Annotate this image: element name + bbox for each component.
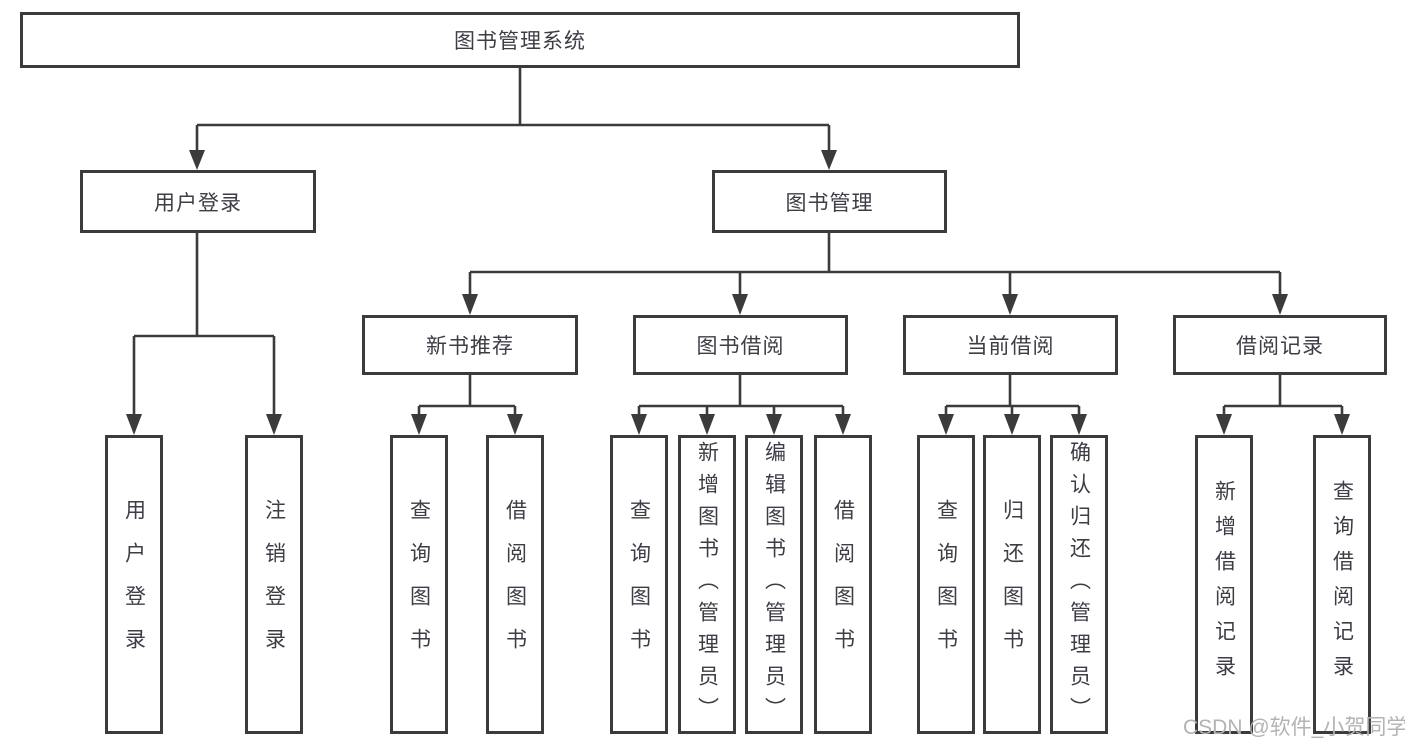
- leaf-return-books: 归还图书: [983, 435, 1041, 734]
- arrowheads-level3: [462, 294, 1288, 315]
- leaf-add-borrow-record: 新增借阅记录: [1195, 435, 1253, 734]
- leaf-borrow-books-1: 借阅图书: [486, 435, 544, 734]
- leaf-user-login: 用户登录: [105, 435, 163, 734]
- leaf-edit-books-admin: 编辑图书（管理员）: [745, 435, 803, 734]
- leaf-logout: 注销登录: [245, 435, 303, 734]
- leaf-query-books-3-label: 查询图书: [934, 498, 958, 671]
- leaf-query-books-2-label: 查询图书: [627, 498, 651, 671]
- leaf-user-login-label: 用户登录: [122, 498, 146, 671]
- node-current-borrow: 当前借阅: [903, 315, 1118, 375]
- leaf-query-borrow-record: 查询借阅记录: [1313, 435, 1371, 734]
- connector-borrow-branch: [637, 375, 845, 416]
- arrowheads-user-login-branch: [126, 414, 282, 435]
- node-new-book-recommend: 新书推荐: [362, 315, 578, 375]
- leaf-logout-label: 注销登录: [262, 498, 286, 671]
- node-root: 图书管理系统: [20, 12, 1020, 68]
- leaf-return-books-label: 归还图书: [1000, 498, 1024, 671]
- leaf-add-books-admin: 新增图书（管理员）: [678, 435, 736, 734]
- connector-current-branch: [944, 375, 1081, 416]
- leaf-query-books-1: 查询图书: [390, 435, 448, 734]
- leaf-edit-books-admin-label: 编辑图书（管理员）: [762, 440, 786, 729]
- leaf-confirm-return-admin-label: 确认归还（管理员）: [1067, 440, 1091, 729]
- leaf-query-books-2: 查询图书: [610, 435, 668, 734]
- node-book-borrow: 图书借阅: [633, 315, 848, 375]
- connector-book-mgmt-branch: [468, 233, 1282, 296]
- csdn-watermark: CSDN @软件_小贺同学: [1183, 716, 1405, 739]
- leaf-query-borrow-record-label: 查询借阅记录: [1330, 479, 1354, 690]
- arrowheads-leaves: [411, 414, 1350, 435]
- leaf-query-books-1-label: 查询图书: [407, 498, 431, 671]
- leaf-query-books-3: 查询图书: [917, 435, 975, 734]
- node-user-login: 用户登录: [80, 170, 316, 233]
- leaf-confirm-return-admin: 确认归还（管理员）: [1050, 435, 1108, 734]
- leaf-add-borrow-record-label: 新增借阅记录: [1212, 479, 1236, 690]
- arrowheads-level2: [189, 150, 837, 170]
- connector-records-branch: [1222, 375, 1344, 416]
- node-book-management: 图书管理: [712, 170, 947, 233]
- connector-new-book-branch: [417, 375, 517, 416]
- leaf-borrow-books-1-label: 借阅图书: [503, 498, 527, 671]
- connector-root-to-level2: [195, 67, 831, 152]
- leaf-add-books-admin-label: 新增图书（管理员）: [695, 440, 719, 729]
- connector-user-login-branch: [132, 233, 276, 416]
- leaf-borrow-books-2-label: 借阅图书: [831, 498, 855, 671]
- node-borrow-records: 借阅记录: [1173, 315, 1387, 375]
- leaf-borrow-books-2: 借阅图书: [814, 435, 872, 734]
